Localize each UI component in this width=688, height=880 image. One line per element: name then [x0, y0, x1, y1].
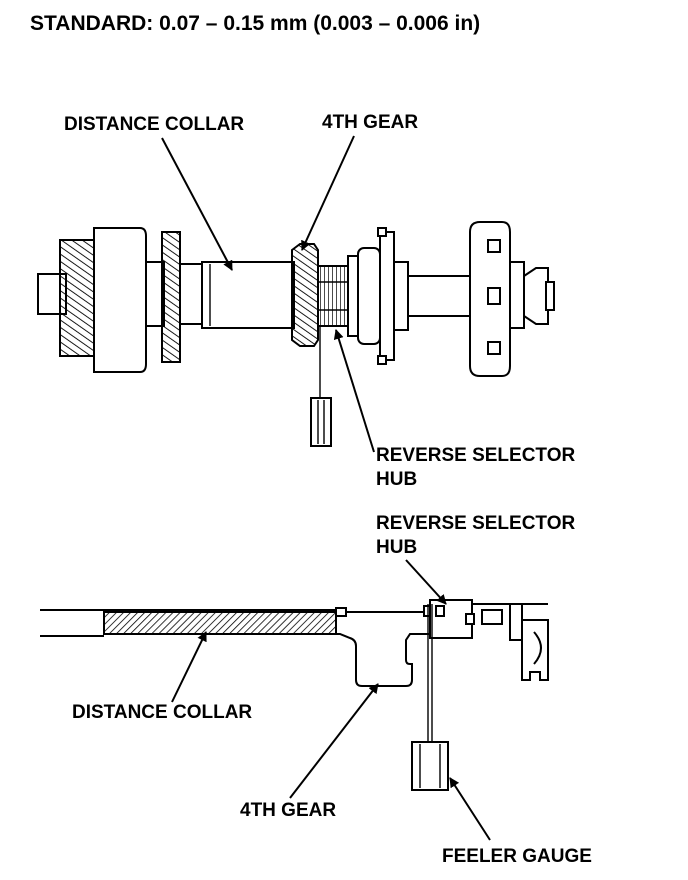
label-reverse-selector-hub-top-l1: REVERSE SELECTOR	[376, 445, 575, 466]
leader-reverse-selector-hub-bottom	[405, 559, 447, 605]
leader-fourth-gear-bottom	[289, 683, 379, 799]
leader-distance-collar-top	[161, 137, 233, 271]
first-helical-gear	[59, 239, 99, 357]
hub-inner-slot	[435, 605, 445, 617]
shaft-end	[545, 281, 555, 311]
reverse-gear-plate	[379, 231, 395, 361]
shaft-segment	[179, 263, 203, 325]
feeler-gauge-top	[310, 326, 332, 447]
hub-inner-slot	[465, 613, 475, 625]
flange-ring	[347, 255, 359, 337]
feeler-gauge-bottom	[411, 604, 449, 791]
hub-collar	[393, 261, 409, 331]
drum-window	[487, 287, 501, 305]
shaft-assembly-top-view	[37, 221, 555, 377]
label-feeler-gauge: FEELER GAUGE	[442, 846, 592, 867]
fourth-gear-section	[335, 611, 433, 687]
leader-distance-collar-bottom	[171, 631, 207, 703]
gear-tab	[377, 227, 387, 237]
gear-profile-right	[521, 619, 549, 681]
label-reverse-selector-hub-top-l2: HUB	[376, 469, 417, 490]
needle-bearing	[481, 609, 503, 625]
leader-fourth-gear-top	[301, 135, 355, 251]
bearing-collar	[509, 261, 525, 329]
leader-reverse-selector-hub-top	[333, 329, 375, 453]
shaft-right-segment	[407, 275, 471, 317]
gauge-handle	[310, 397, 332, 447]
label-fourth-gear-bottom: 4TH GEAR	[240, 800, 336, 821]
locknut	[523, 267, 549, 325]
standard-clearance-text: STANDARD: 0.07 – 0.15 mm (0.003 – 0.006 …	[30, 12, 480, 35]
label-distance-collar-bottom: DISTANCE COLLAR	[72, 702, 252, 723]
distance-collar-part	[201, 261, 295, 329]
label-fourth-gear-top: 4TH GEAR	[322, 112, 418, 133]
label-reverse-selector-hub-bottom-l1: REVERSE SELECTOR	[376, 513, 575, 534]
shaft-cross-section	[40, 599, 549, 687]
reverse-selector-hub-part	[317, 265, 349, 327]
drum-window	[487, 341, 501, 355]
label-reverse-selector-hub-bottom-l2: HUB	[376, 537, 417, 558]
gear-arc	[533, 631, 542, 665]
leader-feeler-gauge	[449, 777, 491, 841]
drum-window	[487, 239, 501, 253]
reverse-idler-ring	[357, 247, 381, 345]
fourth-gear-part	[291, 243, 319, 347]
gear-step	[335, 607, 347, 617]
label-distance-collar-top: DISTANCE COLLAR	[64, 114, 244, 135]
gauge-handle	[411, 741, 449, 791]
clearance-gap	[423, 605, 431, 617]
synchro-drum	[93, 227, 147, 373]
second-helical-gear	[161, 231, 181, 363]
distance-collar-section	[103, 611, 337, 635]
synchro-ring	[509, 603, 523, 641]
gear-tab	[377, 355, 387, 365]
